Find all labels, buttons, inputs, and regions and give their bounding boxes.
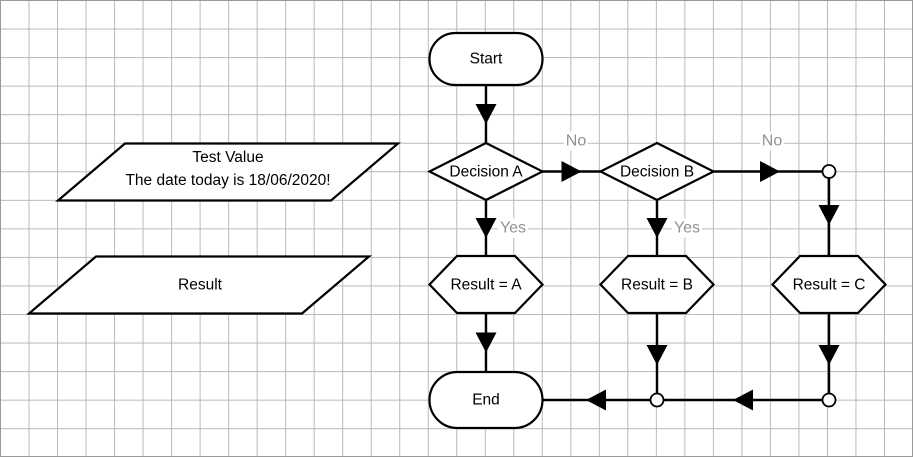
node-label-result-param: Result — [178, 276, 222, 293]
arrowhead-down-icon — [818, 345, 840, 365]
junction-circle-top-right[interactable] — [821, 164, 837, 179]
arrowhead-down-icon — [646, 345, 668, 365]
edge-label-yes-decision-b: Yes — [671, 218, 703, 238]
arrowhead-down-icon — [646, 218, 668, 238]
node-label-end: End — [472, 391, 500, 408]
node-end[interactable] — [428, 370, 544, 430]
node-label-result-b: Result = B — [621, 276, 693, 293]
node-label-result-a: Result = A — [450, 276, 522, 293]
node-result-b[interactable] — [598, 254, 716, 315]
arrowhead-down-icon — [818, 205, 840, 225]
arrowhead-down-icon — [475, 104, 497, 124]
node-label-decision-a: Decision A — [449, 163, 523, 180]
arrowhead-right-icon — [561, 161, 582, 182]
edge-label-no-decision-b: No — [759, 131, 785, 151]
test-value-line1: Test Value — [192, 149, 264, 166]
arrowhead-left-icon — [733, 389, 753, 411]
junction-circle-bottom-right[interactable] — [821, 392, 837, 408]
node-label-start: Start — [469, 50, 503, 67]
node-decision-a[interactable] — [427, 141, 545, 202]
node-test-value[interactable] — [55, 142, 401, 202]
arrowhead-right-icon — [760, 161, 780, 182]
edge-label-yes-decision-a: Yes — [497, 218, 529, 238]
test-value-line2: The date today is 18/06/2020! — [125, 172, 331, 189]
arrowhead-down-icon — [475, 218, 497, 238]
node-label-decision-b: Decision B — [619, 163, 695, 180]
node-result-a[interactable] — [427, 254, 545, 315]
node-label-test-value: Test Value The date today is 18/06/2020! — [125, 146, 330, 192]
edge-label-no-decision-a: No — [563, 131, 589, 151]
node-start[interactable] — [428, 31, 544, 87]
arrowhead-left-icon — [586, 389, 606, 411]
node-result-c[interactable] — [770, 254, 888, 315]
node-result-param[interactable] — [26, 255, 372, 315]
node-label-result-c: Result = C — [792, 276, 866, 293]
node-decision-b[interactable] — [598, 141, 716, 202]
junction-circle-bottom-left[interactable] — [649, 392, 665, 408]
arrowhead-down-icon — [475, 332, 497, 353]
